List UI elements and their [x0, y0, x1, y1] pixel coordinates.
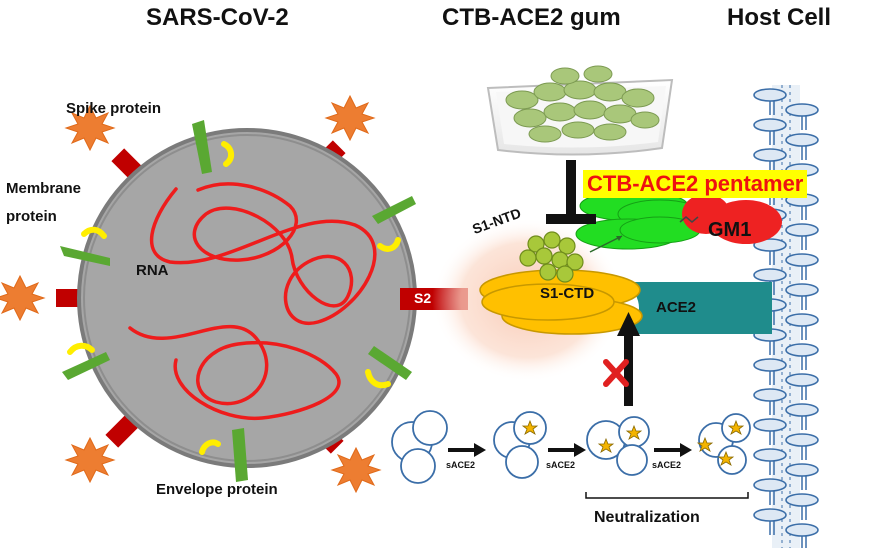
neutralization-label: Neutralization [594, 509, 700, 526]
membrane-proteins [60, 120, 416, 482]
rna-strand [128, 182, 377, 421]
sequence-arrows [448, 443, 692, 457]
envelope-proteins [67, 141, 401, 455]
s1-ntd [519, 231, 584, 283]
gum-header: CTB-ACE2 gum [442, 4, 621, 31]
inhibition-arrow [546, 160, 596, 224]
host-cell-header: Host Cell [727, 4, 832, 31]
gm1-label: GM1 [708, 219, 752, 241]
neutralization-sequence [391, 410, 751, 484]
cell-membrane [753, 85, 819, 548]
s1-ctd [479, 269, 643, 335]
pentamer-label: CTB-ACE2 pentamer [583, 170, 808, 198]
gum-tray-image [486, 65, 674, 156]
sace2-label-1: sACE2 [446, 460, 476, 470]
envelope-protein-label: Envelope protein [156, 481, 278, 498]
virus-header: SARS-CoV-2 [146, 4, 289, 31]
sace2-label-3: sACE2 [652, 460, 682, 470]
membrane-protein-label-line1: Membrane [6, 180, 82, 197]
blocked-binding-arrow [617, 312, 640, 406]
virus-particle [0, 95, 438, 493]
spike-protein-label: Spike protein [66, 100, 162, 117]
virus-envelope [77, 128, 417, 468]
ctb-ace2-pentamer [575, 190, 782, 253]
membrane-protein-label-line2: protein [6, 208, 57, 225]
neutralization-bracket [585, 492, 749, 499]
ace2-receptor [626, 282, 772, 334]
s1-ctd-label: S1-CTD [540, 285, 595, 302]
block-x-icon [603, 359, 629, 387]
ace2-label: ACE2 [656, 299, 697, 316]
sace2-label-2: sACE2 [546, 460, 576, 470]
sace2-stars [521, 419, 745, 466]
rna-label: RNA [136, 262, 169, 279]
s2-label: S2 [414, 290, 432, 306]
